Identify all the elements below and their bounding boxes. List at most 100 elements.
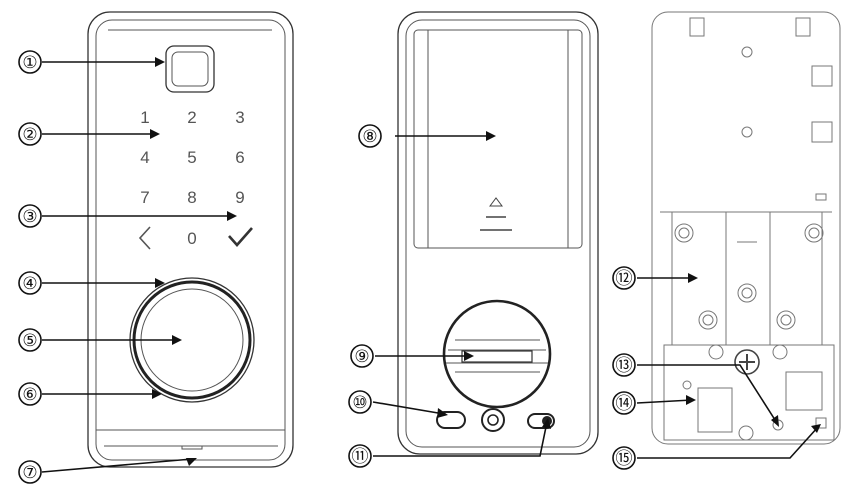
arrowhead-14 xyxy=(686,395,696,405)
callout-11: ⑪ xyxy=(352,447,369,467)
leader-line-14 xyxy=(636,399,693,404)
key-2: 2 xyxy=(187,108,196,127)
front-bottom-slot xyxy=(181,445,203,450)
callout-circle-11 xyxy=(348,444,372,468)
screw-hole-3 xyxy=(737,283,757,303)
callout-circle-4 xyxy=(18,271,42,295)
callout-3: ③ xyxy=(22,207,37,227)
thumb-turn xyxy=(442,299,552,409)
leader-line-7 xyxy=(41,458,193,473)
screw-hole-1 xyxy=(674,223,694,243)
plate-top-tab-right xyxy=(795,17,811,37)
leader-line-11 xyxy=(373,421,548,457)
arrowhead-1 xyxy=(155,57,165,67)
arrowhead-7 xyxy=(186,458,197,466)
latch-slot-1 xyxy=(811,65,833,87)
callout-1: ① xyxy=(22,53,37,73)
connector-right xyxy=(785,371,823,411)
callout-circle-3 xyxy=(18,204,42,228)
plate-outer-frame xyxy=(651,11,841,445)
triangle-icon xyxy=(489,197,503,207)
callout-15: ⑮ xyxy=(616,449,633,469)
arrowhead-3 xyxy=(227,211,237,221)
corner-notch xyxy=(815,417,827,429)
spindle-hole-left xyxy=(708,344,724,360)
arrowheads xyxy=(150,57,821,466)
leader-line-13 xyxy=(637,364,778,424)
screw-hole-3-in xyxy=(741,287,753,299)
callout-2: ② xyxy=(22,125,37,145)
spindle-screw xyxy=(734,349,760,375)
leader-lines xyxy=(41,61,819,473)
callout-circle-10 xyxy=(348,390,372,414)
callout-10: ⑩ xyxy=(352,393,367,413)
callout-circle-15 xyxy=(612,446,636,470)
callout-circle-8 xyxy=(358,124,382,148)
right-switch xyxy=(527,413,555,429)
callout-circle-6 xyxy=(18,382,42,406)
interior-view xyxy=(397,11,599,455)
left-button xyxy=(436,411,466,429)
key-9: 9 xyxy=(235,188,244,207)
callout-circle-1 xyxy=(18,50,42,74)
key-0: 0 xyxy=(187,229,196,248)
screw-hole-5-in xyxy=(780,314,792,326)
callout-8: ⑧ xyxy=(362,127,377,147)
checkmark-icon xyxy=(228,227,253,247)
center-button-inner xyxy=(487,414,499,426)
arrowhead-2 xyxy=(150,129,160,139)
plate-top-tab-left xyxy=(689,17,705,37)
callout-14: ⑭ xyxy=(616,394,633,414)
connector-left xyxy=(697,387,733,433)
key-3: 3 xyxy=(235,108,244,127)
latch-slot-small xyxy=(815,193,827,201)
arrowhead-11 xyxy=(542,418,551,429)
fingerprint-sensor-inner xyxy=(171,51,209,87)
arrowhead-12 xyxy=(688,273,698,283)
arrowhead-5 xyxy=(172,335,182,345)
screw-hole-4-in xyxy=(702,314,714,326)
latch-slot-2 xyxy=(811,121,833,143)
interior-inner-frame xyxy=(405,19,591,448)
leader-line-15 xyxy=(637,426,819,459)
key-7: 7 xyxy=(140,188,149,207)
spindle-hole-right xyxy=(772,344,788,360)
front-bottom-bevel xyxy=(96,429,285,447)
screw-hole-5 xyxy=(776,310,796,330)
key-8: 8 xyxy=(187,188,196,207)
callout-7: ⑦ xyxy=(22,463,37,483)
connector-screw xyxy=(738,425,754,441)
screw-hole-2 xyxy=(804,223,824,243)
callout-4: ④ xyxy=(22,274,37,294)
key-6: 6 xyxy=(235,148,244,167)
back-arrow-icon xyxy=(138,226,151,250)
front-view: 1 2 3 4 5 6 7 8 9 0 xyxy=(87,11,294,468)
arrowhead-13 xyxy=(771,415,779,427)
arrowhead-8 xyxy=(486,131,496,141)
screw-hole-1-in xyxy=(678,227,690,239)
callout-circle-13 xyxy=(612,353,636,377)
battery-cover-edge xyxy=(427,30,569,248)
plate-view xyxy=(651,11,841,445)
callout-circle-14 xyxy=(612,391,636,415)
callout-13: ⑬ xyxy=(616,356,633,376)
callout-labels: ① ② ③ ④ ⑤ ⑥ ⑦ ⑧ ⑨ ⑩ ⑪ ⑫ ⑬ ⑭ ⑮ xyxy=(18,50,636,484)
fingerprint-sensor xyxy=(165,45,215,93)
plate-hole-top xyxy=(741,46,753,58)
callout-circle-2 xyxy=(18,122,42,146)
front-outer-frame xyxy=(87,11,294,468)
leader-line-10 xyxy=(372,401,445,415)
callout-9: ⑨ xyxy=(354,347,369,367)
wiring-box xyxy=(663,344,835,441)
callout-circle-5 xyxy=(18,328,42,352)
arrowhead-4 xyxy=(155,278,165,288)
key-1: 1 xyxy=(140,108,149,127)
callout-circle-9 xyxy=(350,344,374,368)
phillips-head-icon xyxy=(739,354,755,370)
key-4: 4 xyxy=(140,148,149,167)
battery-cover xyxy=(413,29,583,249)
arrowhead-9 xyxy=(464,351,474,361)
callout-12: ⑫ xyxy=(616,269,633,289)
callout-circle-7 xyxy=(18,460,42,484)
